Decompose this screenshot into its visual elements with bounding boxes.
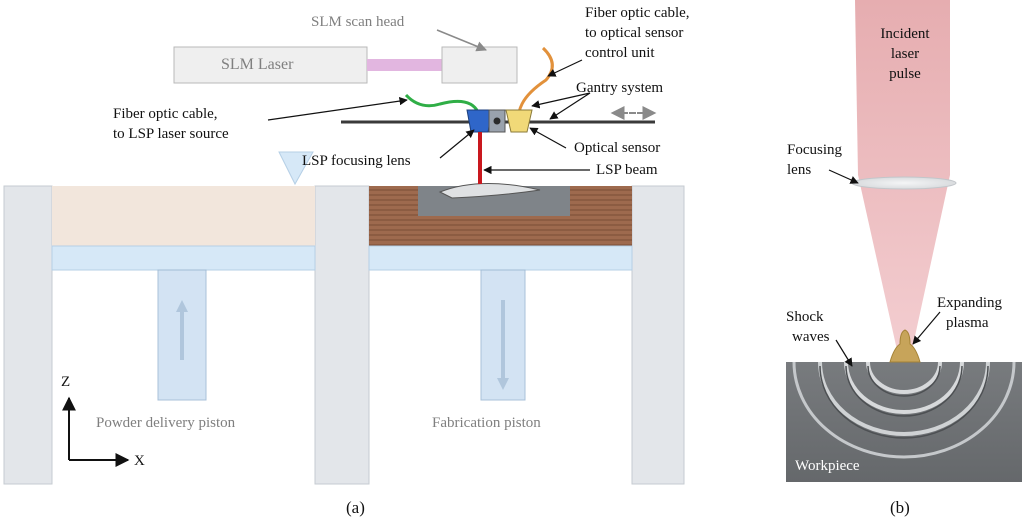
frame-middle-wall — [314, 185, 370, 485]
leader-slm-scan-head — [436, 29, 487, 52]
panel-b: Workpiece Incident laser pulse Focusing … — [786, 0, 1022, 517]
label-fiber-lsp-1: Fiber optic cable, — [113, 106, 218, 122]
slm-scan-head-box — [441, 46, 518, 84]
label-fiber-lsp-2: to LSP laser source — [113, 126, 229, 142]
leader-lsp-lens — [439, 129, 475, 159]
label-pulse-1: Incident — [880, 26, 930, 42]
label-powder-piston: Powder delivery piston — [96, 415, 236, 431]
powder-build-plate — [51, 245, 316, 271]
label-fiber-sensor-2: to optical sensor — [585, 25, 683, 41]
incident-laser-pulse — [855, 0, 950, 350]
part-contour — [438, 182, 541, 199]
machine-frame — [3, 185, 685, 485]
lsp-focusing-lens-body — [466, 109, 493, 133]
leader-focusing-lens — [828, 169, 859, 184]
lsp-beam — [478, 132, 482, 184]
fiber-cable-sensor — [517, 46, 554, 119]
label-shock-1: Shock — [786, 309, 824, 325]
powder-bed — [52, 186, 315, 246]
up-arrow-icon — [176, 300, 188, 360]
label-gantry: Gantry system — [576, 80, 663, 96]
leader-gantry-2 — [531, 92, 591, 109]
label-workpiece: Workpiece — [795, 458, 860, 474]
label-plasma-1: Expanding — [937, 295, 1002, 311]
fabrication-build-plate — [368, 245, 633, 271]
lsp-head-dot — [493, 117, 501, 125]
panel-a: SLM scan head SLM Laser Fiber optic cabl… — [3, 5, 690, 517]
label-lsp-focusing-lens: LSP focusing lens — [302, 153, 411, 169]
label-slm-laser: SLM Laser — [221, 56, 294, 73]
label-shock-2: waves — [792, 329, 830, 345]
caption-a: (a) — [346, 498, 365, 517]
leader-optical-sensor — [529, 127, 567, 149]
label-slm-scan-head: SLM scan head — [311, 14, 405, 30]
label-pulse-2: laser — [891, 46, 919, 62]
shock-waves — [792, 362, 1016, 459]
leader-fiber-lsp — [267, 96, 408, 121]
lens-prism-indicator — [278, 151, 314, 186]
frame-left-wall — [3, 185, 53, 485]
label-lsp-beam: LSP beam — [596, 162, 658, 178]
caption-b: (b) — [890, 498, 910, 517]
leader-expanding-plasma — [912, 311, 941, 345]
leader-gantry-1 — [549, 92, 591, 120]
axis-indicator: Z X — [61, 374, 145, 469]
powder-delivery-piston — [157, 269, 207, 401]
label-focusing-1: Focusing — [787, 142, 843, 158]
label-fabrication-piston: Fabrication piston — [432, 415, 541, 431]
fabrication-piston — [480, 269, 526, 401]
focusing-lens — [851, 176, 957, 190]
expanding-plasma — [889, 329, 921, 363]
label-fiber-sensor-3: control unit — [585, 45, 655, 61]
label-fiber-sensor-1: Fiber optic cable, — [585, 5, 690, 21]
slm-laser-box — [173, 46, 368, 84]
fabrication-bed — [369, 182, 632, 246]
frame-right-wall — [631, 185, 685, 485]
label-axis-z: Z — [61, 374, 70, 390]
down-arrow-icon — [497, 300, 509, 390]
fiber-cable-lsp — [404, 93, 480, 113]
slm-laser-beam — [367, 59, 442, 71]
label-optical-sensor: Optical sensor — [574, 140, 660, 156]
leader-fiber-sensor — [547, 59, 583, 77]
optical-sensor-body — [505, 109, 533, 133]
leader-shock-waves — [835, 339, 853, 367]
label-pulse-3: pulse — [889, 66, 921, 82]
workpiece: Workpiece — [786, 362, 1022, 482]
label-focusing-2: lens — [787, 162, 811, 178]
label-axis-x: X — [134, 453, 145, 469]
label-plasma-2: plasma — [946, 315, 989, 331]
